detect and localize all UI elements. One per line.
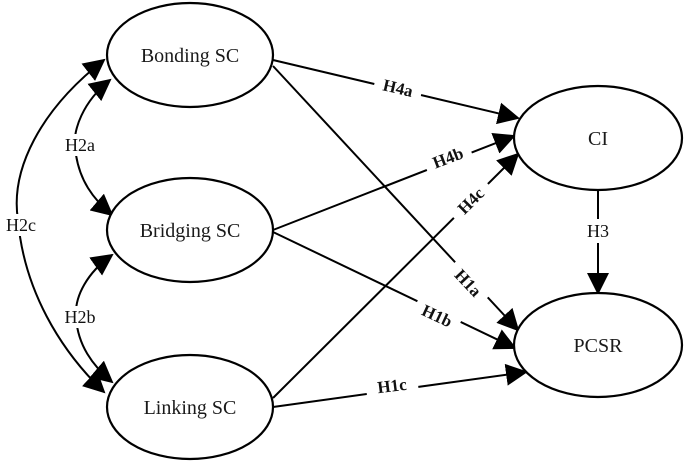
node-linking-sc-label: Linking SC (144, 397, 237, 419)
edge-h1b (272, 231, 517, 350)
edge-h4b (272, 133, 516, 231)
node-bridging-sc-shape (105, 176, 275, 284)
node-ci-label: CI (588, 128, 608, 150)
node-pcsr-shape (512, 291, 684, 399)
edge-label-h1a-group: H1a (443, 257, 493, 309)
edge-label-h3-group: H3 (582, 219, 614, 243)
node-linking-sc-shape (105, 353, 275, 461)
edge-label-h3: H3 (587, 221, 609, 241)
edge-label-h2c: H2c (6, 215, 36, 235)
node-ci-shape (512, 84, 684, 192)
node-bonding-sc: Bonding SC (105, 1, 275, 109)
edge-label-h2b: H2b (65, 307, 96, 327)
node-bridging-sc-label: Bridging SC (140, 220, 241, 242)
edge-label-h1b-group: H1b (410, 295, 464, 337)
edge-label-h2a: H2a (65, 135, 95, 155)
node-bonding-sc-label: Bonding SC (141, 45, 239, 67)
edge-label-h4a-group: H4a (372, 72, 424, 105)
node-pcsr: PCSR (512, 291, 684, 399)
node-bridging-sc: Bridging SC (105, 176, 275, 284)
edge-label-h1c: H1c (376, 375, 408, 397)
edge-label-h4a: H4a (381, 76, 415, 101)
node-linking-sc: Linking SC (105, 353, 275, 461)
edge-label-h2c-group: H2c (2, 214, 40, 236)
edge-label-h4b: H4b (430, 144, 466, 173)
edge-label-h4b-group: H4b (421, 139, 475, 177)
edge-label-h2a-group: H2a (60, 134, 98, 156)
edge-label-h1c-group: H1c (364, 371, 420, 401)
edge-label-h2b-group: H2b (60, 306, 98, 328)
node-ci: CI (512, 84, 684, 192)
node-pcsr-label: PCSR (574, 335, 624, 357)
node-bonding-sc-shape (105, 1, 275, 109)
